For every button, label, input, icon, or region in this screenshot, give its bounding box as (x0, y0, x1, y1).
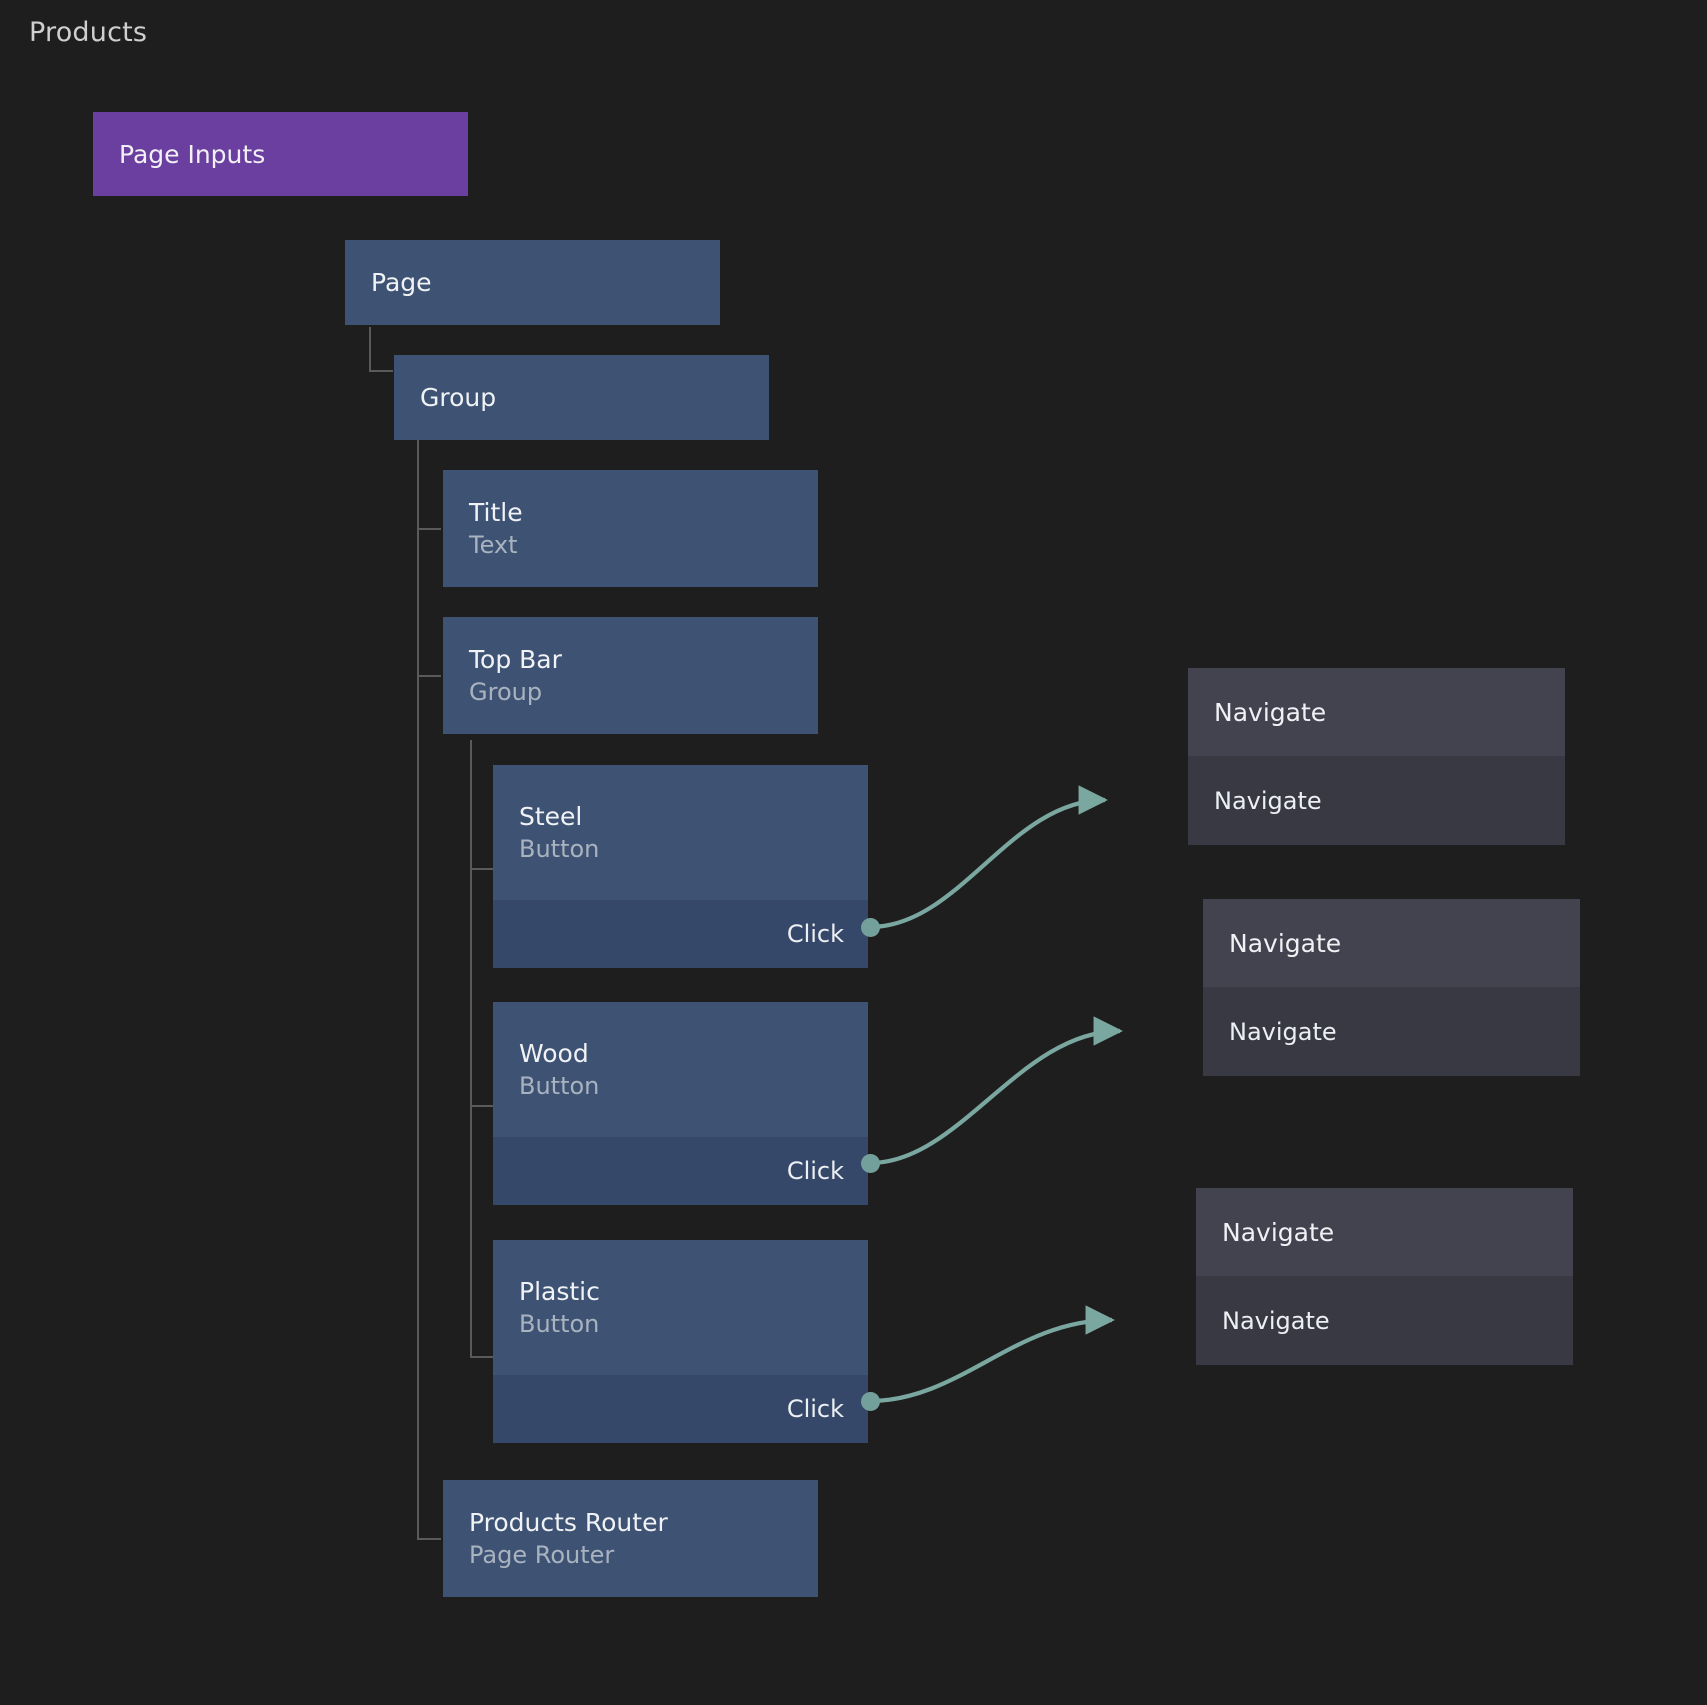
node-button-wood-head: Wood Button (493, 1002, 868, 1137)
node-top-bar-label: Top Bar (469, 644, 562, 674)
node-page-head: Page (345, 240, 720, 325)
node-button-steel-event-row[interactable]: Click (493, 900, 868, 968)
guide-topbar-to-plastic (470, 1356, 494, 1358)
node-button-steel-label: Steel (519, 801, 583, 831)
node-button-wood-event-row[interactable]: Click (493, 1137, 868, 1205)
node-action-navigate-1-head: Navigate (1188, 668, 1565, 756)
guide-page-to-group (369, 327, 371, 372)
guide-group-children (417, 440, 419, 1540)
node-group-head: Group (394, 355, 769, 440)
node-action-navigate-1-row-label: Navigate (1214, 786, 1322, 815)
node-action-navigate-1-title: Navigate (1214, 697, 1327, 727)
node-action-navigate-2-row[interactable]: Navigate (1203, 987, 1580, 1076)
page-title: Products (29, 17, 148, 48)
node-products-router-label: Products Router (469, 1507, 668, 1537)
node-group-label: Group (420, 382, 497, 412)
node-top-bar-head: Top Bar Group (443, 617, 818, 734)
node-button-wood-label: Wood (519, 1038, 589, 1068)
edge-steel-to-navigate-1 (869, 785, 1108, 930)
node-button-plastic-event-row[interactable]: Click (493, 1375, 868, 1443)
node-action-navigate-2-title: Navigate (1229, 928, 1342, 958)
node-button-steel[interactable]: Steel Button Click (493, 765, 868, 968)
node-title-head: Title Text (443, 470, 818, 587)
node-action-navigate-2-row-label: Navigate (1229, 1017, 1337, 1046)
node-title[interactable]: Title Text (443, 470, 818, 587)
node-action-navigate-2-head: Navigate (1203, 899, 1580, 987)
node-products-router-head: Products Router Page Router (443, 1480, 818, 1597)
guide-topbar-children (470, 740, 472, 1358)
port-steel-click[interactable] (861, 918, 880, 937)
node-action-navigate-1[interactable]: Navigate Navigate (1188, 668, 1565, 845)
guide-topbar-to-wood (470, 1105, 494, 1107)
node-products-router-type: Page Router (469, 1541, 615, 1570)
node-page-label: Page (371, 267, 432, 297)
node-group[interactable]: Group (394, 355, 769, 440)
edge-plastic-to-navigate-3 (869, 1305, 1115, 1404)
node-action-navigate-1-row[interactable]: Navigate (1188, 756, 1565, 845)
node-button-wood[interactable]: Wood Button Click (493, 1002, 868, 1205)
node-action-navigate-3-head: Navigate (1196, 1188, 1573, 1276)
guide-topbar-to-steel (470, 868, 494, 870)
port-plastic-click[interactable] (861, 1392, 880, 1411)
node-button-steel-type: Button (519, 835, 600, 864)
node-button-plastic-label: Plastic (519, 1276, 600, 1306)
node-title-type: Text (469, 531, 518, 560)
node-top-bar-type: Group (469, 678, 543, 707)
node-button-plastic-type: Button (519, 1310, 600, 1339)
node-page-inputs-label: Page Inputs (119, 139, 266, 169)
node-action-navigate-3-row[interactable]: Navigate (1196, 1276, 1573, 1365)
node-button-steel-head: Steel Button (493, 765, 868, 900)
node-page-inputs[interactable]: Page Inputs (93, 112, 468, 196)
node-button-plastic[interactable]: Plastic Button Click (493, 1240, 868, 1443)
guide-group-to-title (417, 528, 441, 530)
node-products-router[interactable]: Products Router Page Router (443, 1480, 818, 1597)
node-button-plastic-event-label: Click (786, 1395, 844, 1423)
node-button-wood-type: Button (519, 1072, 600, 1101)
node-action-navigate-3-title: Navigate (1222, 1217, 1335, 1247)
node-page[interactable]: Page (345, 240, 720, 325)
node-button-steel-event-label: Click (786, 920, 844, 948)
node-title-label: Title (469, 497, 523, 527)
node-action-navigate-2[interactable]: Navigate Navigate (1203, 899, 1580, 1076)
guide-group-to-topbar (417, 675, 441, 677)
node-action-navigate-3-row-label: Navigate (1222, 1306, 1330, 1335)
node-button-plastic-head: Plastic Button (493, 1240, 868, 1375)
node-top-bar[interactable]: Top Bar Group (443, 617, 818, 734)
edge-wood-to-navigate-2 (869, 1016, 1123, 1166)
node-action-navigate-3[interactable]: Navigate Navigate (1196, 1188, 1573, 1365)
port-wood-click[interactable] (861, 1154, 880, 1173)
guide-page-to-group-stub (369, 370, 393, 372)
node-button-wood-event-label: Click (786, 1157, 844, 1185)
guide-group-to-router (417, 1538, 441, 1540)
